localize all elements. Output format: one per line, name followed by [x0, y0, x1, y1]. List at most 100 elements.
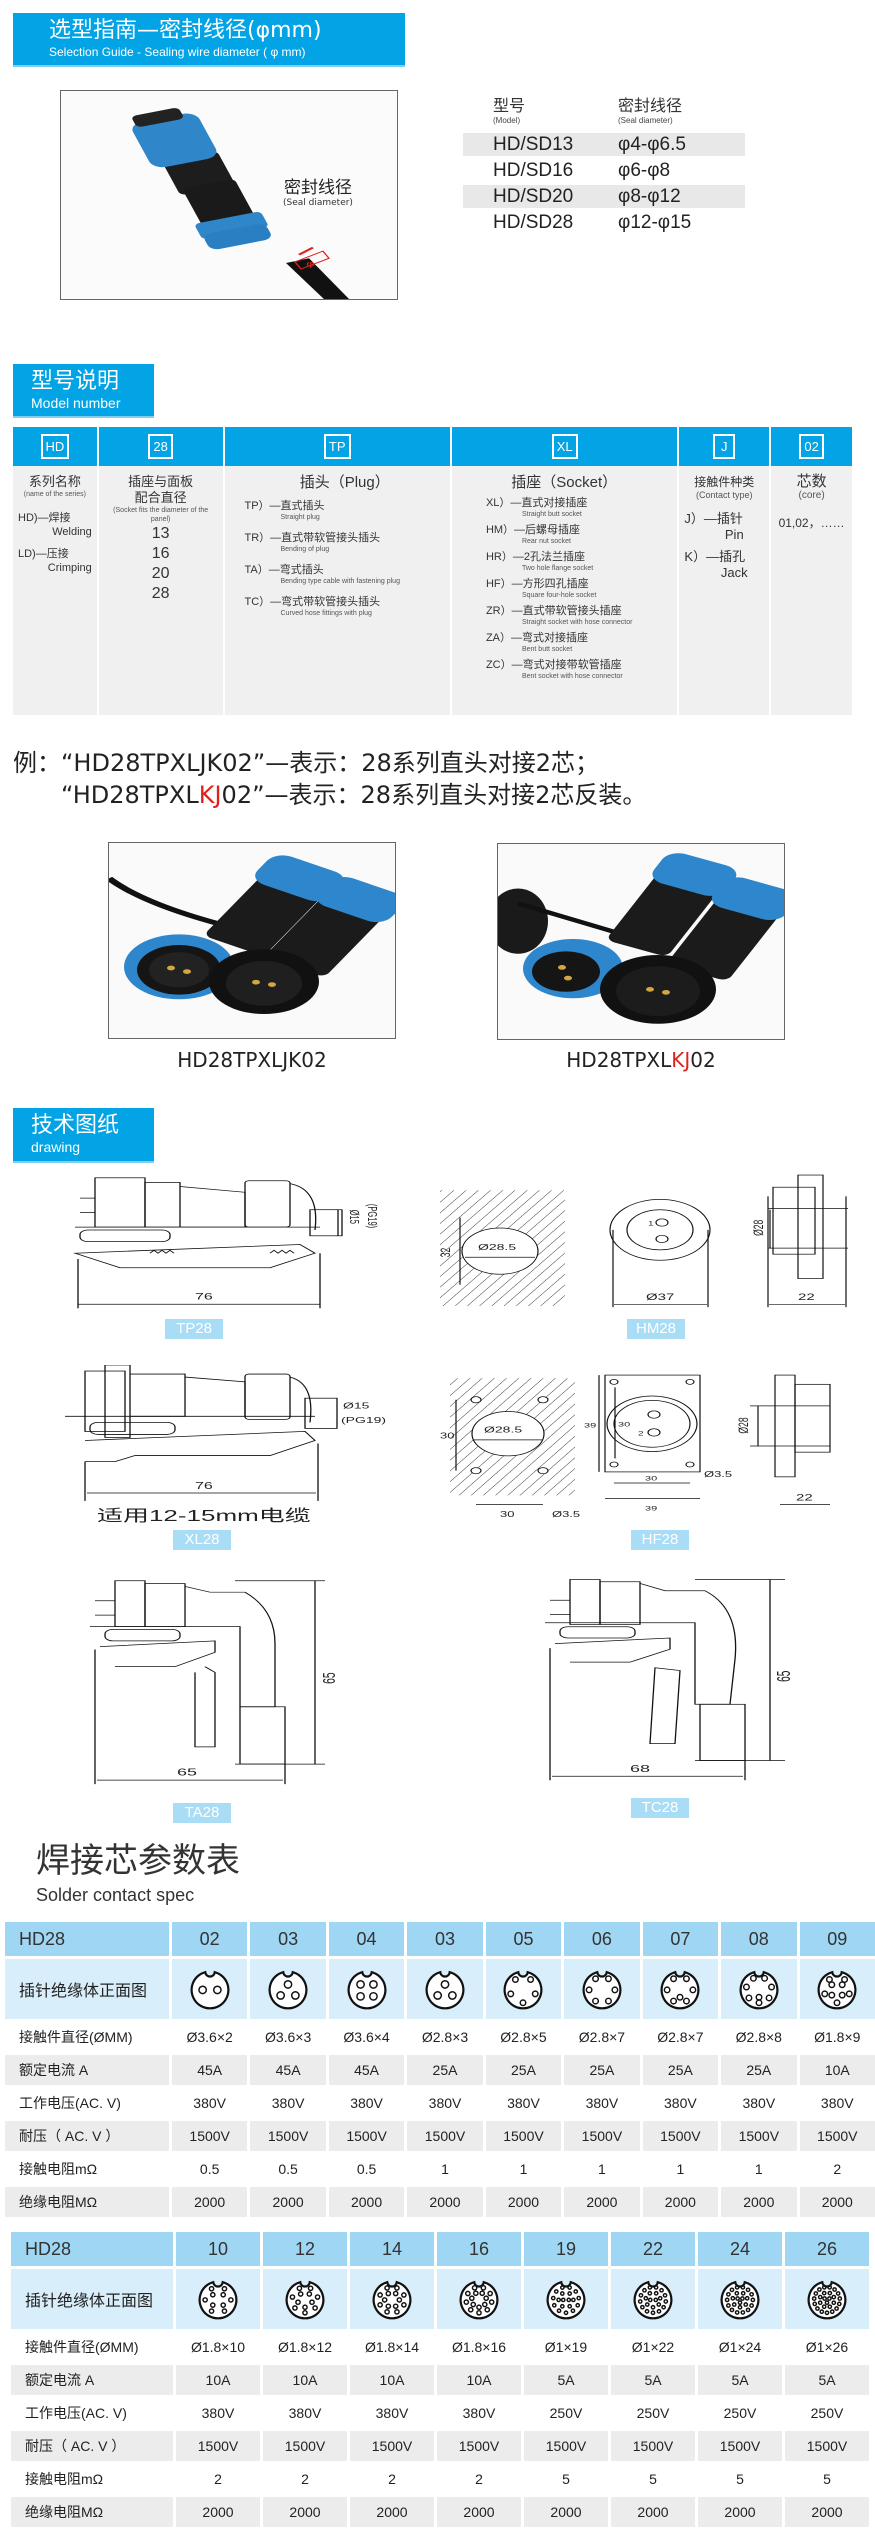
pin-hole: [640, 2304, 645, 2310]
model-cell: HD/SD16: [493, 159, 574, 181]
spec-cell-diameter: Ø1.8×12: [277, 2339, 333, 2355]
pin-hole: [740, 2284, 746, 2290]
code-badge: 02: [799, 434, 824, 459]
spec-pin-cell: [263, 2269, 347, 2329]
pin-hole: [653, 2290, 659, 2296]
hm28-drawing: Ø28.5 32 1 Ø37 Ø28 22: [439, 1174, 848, 1308]
pin-hole: [824, 2300, 830, 2306]
pin-hole: [296, 2285, 303, 2292]
spec-row-label: 接触件直径(ØMM): [25, 2339, 139, 2355]
spec-row: 插针绝缘体正面图: [5, 1959, 875, 2019]
ta28-drawing: 65 65: [90, 1580, 340, 1785]
pin-hole: [824, 2310, 830, 2316]
spec-cell-code: 03: [407, 1922, 483, 1956]
pin-hole: [832, 2287, 837, 2292]
spec-row-label: HD28: [11, 2232, 173, 2266]
pin-hole: [838, 1991, 846, 1999]
pin-hole: [737, 2304, 743, 2310]
col-title: 接触件种类: [694, 475, 755, 489]
pin-hole: [464, 2290, 471, 2297]
spec-pin-cell: [250, 1959, 326, 2019]
pin-hole: [647, 2297, 653, 2303]
spec-cell-voltage: 250V: [549, 2405, 583, 2421]
spec-cell-contact: 2: [475, 2471, 483, 2487]
pin-hole: [276, 1991, 286, 2000]
option-en: Curved hose fittings with plug: [280, 610, 372, 617]
pin-hole: [817, 2287, 822, 2292]
pin-layout-icon: [372, 2280, 412, 2320]
spec-cell-current: 45A: [250, 2055, 326, 2085]
spec-cell-insulation: 2000: [171, 2187, 248, 2217]
pin-hole: [202, 2297, 208, 2303]
pin-hole: [663, 2299, 669, 2304]
dim-39-h: 39: [645, 1505, 657, 1512]
pin-hole: [767, 1983, 775, 1991]
option-en: Jack: [720, 565, 748, 580]
dim-76: 76: [195, 1291, 213, 1302]
seal-callout-en: (Seal diameter): [283, 198, 353, 208]
spec-cell-current: 5A: [785, 2365, 869, 2395]
pin-layout-icon: [817, 1970, 857, 2010]
pin-hole: [289, 2294, 296, 2300]
spec-cell-current: 25A: [642, 2055, 719, 2085]
spec-cell-contact: 5: [823, 2471, 831, 2487]
diameter-value: 16: [151, 545, 170, 562]
spec-cell-diameter: Ø1×24: [718, 2339, 762, 2355]
pin-hole: [302, 2304, 308, 2311]
spec-cell-code: 26: [785, 2232, 869, 2266]
col-title: 系列名称: [28, 474, 81, 489]
example-code-2b: 02”: [221, 781, 265, 809]
pin-hole: [831, 2294, 837, 2300]
pin-hole: [312, 2305, 318, 2311]
spec-cell-code: 06: [564, 1922, 640, 1956]
spec-pin-cell: [524, 2269, 608, 2329]
spec-cell-withstand: 1500V: [642, 2121, 719, 2151]
spec-row-label: 插针绝缘体正面图: [11, 2269, 173, 2329]
pin-hole: [377, 2292, 383, 2298]
spec-cell-withstand: 1500V: [437, 2431, 521, 2461]
spec-cell-contact: 0.5: [199, 2161, 220, 2177]
drawing-label-xl28: XL28: [173, 1530, 231, 1550]
pin-hole: [650, 2310, 656, 2316]
pin-hole: [377, 2301, 383, 2308]
pin-layout-icon: [660, 1970, 700, 2010]
spec-cell-contact: 1: [519, 2161, 528, 2177]
spec-pin-cell: [799, 1959, 875, 2019]
option-label: TR）—直式带软管接头插头: [244, 532, 381, 544]
pin-layout-icon: [739, 1970, 779, 2010]
pin-hole: [208, 2285, 215, 2292]
pin-hole: [821, 2304, 827, 2310]
spec-cell-withstand: 1500V: [328, 2121, 405, 2151]
spec-cell-diameter: Ø1.8×9: [814, 2029, 861, 2045]
product-photo-jk02: [108, 842, 396, 1039]
caption-part: 02: [690, 1048, 716, 1072]
spec-cell-code: 10: [176, 2232, 260, 2266]
pin-hole: [745, 1994, 753, 2002]
spec-cell-diameter: Ø3.6×3: [264, 2029, 312, 2045]
pin-hole: [822, 2296, 828, 2301]
pin-hole: [821, 1990, 829, 1998]
drawing-label-ta28: TA28: [173, 1803, 231, 1823]
spec-cell-code: 22: [611, 2232, 695, 2266]
spec-title-cn: 焊接芯参数表: [36, 1841, 240, 1881]
spec-cell-diameter: Ø2.8×3: [421, 2029, 469, 2045]
col-title: 插座与面板配合直径: [128, 474, 194, 505]
spec-cell-withstand: 1500V: [785, 2431, 869, 2461]
pin-hole: [212, 1985, 222, 1995]
pin-hole: [827, 2284, 833, 2290]
example-prefix: 例：: [13, 749, 61, 777]
pin-hole: [484, 2306, 491, 2313]
dim-d15: Ø15: [343, 1402, 369, 1411]
pin-hole: [476, 2309, 482, 2316]
spec-cell-contact: 5: [649, 2471, 657, 2487]
pin-layout-icon: [459, 2280, 499, 2320]
dim-30-bottom: 30: [500, 1510, 514, 1519]
pin-hole: [739, 2296, 745, 2301]
dim-d285: Ø28.5: [484, 1425, 522, 1435]
spec-cell-code: 03: [250, 1922, 326, 1956]
